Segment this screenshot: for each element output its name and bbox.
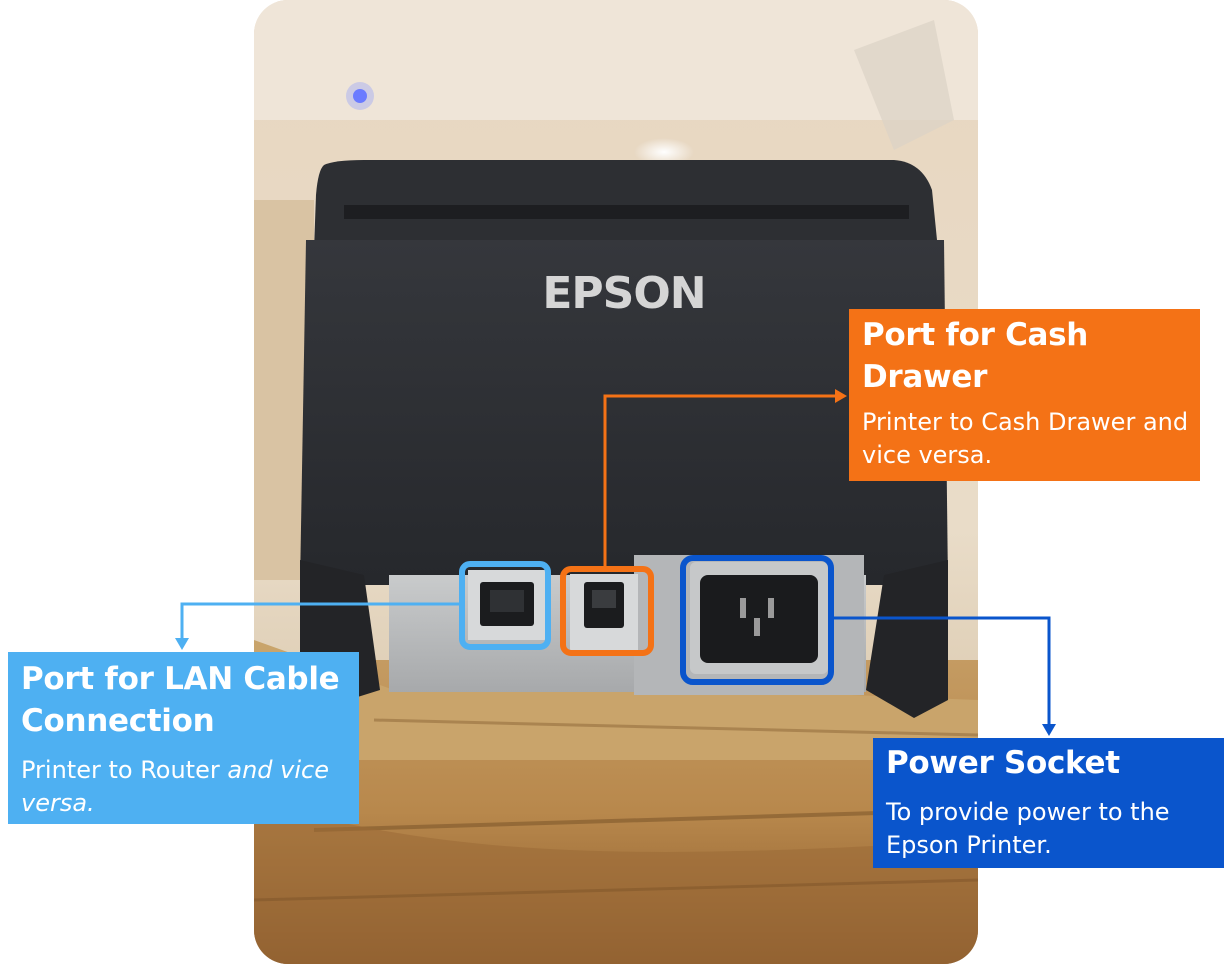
power-arrowhead	[1042, 724, 1056, 736]
epson-logo-text: EPSON	[542, 268, 705, 319]
lan-callout-desc-italic: and vice versa.	[21, 756, 329, 817]
lan-callout: Port for LAN Cable Connection Printer to…	[8, 652, 359, 824]
power-callout: Power Socket To provide power to the Eps…	[873, 738, 1224, 868]
cash-drawer-callout: Port for Cash Drawer Printer to Cash Dra…	[849, 309, 1200, 481]
printer-photo: EPSON	[254, 0, 978, 964]
lan-callout-desc-plain: Printer to Router	[21, 756, 228, 784]
power-callout-title: Power Socket	[886, 745, 1120, 781]
lan-arrowhead	[175, 638, 189, 650]
power-callout-desc: To provide power to the Epson Printer.	[886, 798, 1170, 859]
cash-drawer-callout-desc: Printer to Cash Drawer and vice versa.	[862, 408, 1189, 469]
lan-callout-title: Port for LAN Cable Connection	[21, 661, 340, 739]
lan-callout-desc: Printer to Router and vice versa.	[21, 754, 359, 820]
cash-drawer-callout-title: Port for Cash Drawer	[862, 317, 1089, 395]
